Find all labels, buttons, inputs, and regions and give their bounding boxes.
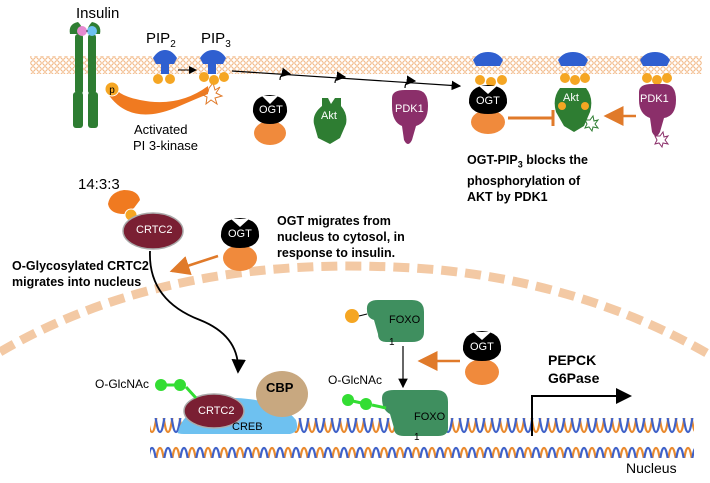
pi3k-label-line1: Activated — [134, 122, 188, 137]
cbp-label: CBP — [266, 380, 294, 395]
foxo-sub-bottom: 1 — [414, 432, 420, 443]
akt-label-membrane: Akt — [321, 110, 337, 122]
label-1433: 14:3:3 — [78, 176, 120, 193]
ogt-protein-membrane — [252, 95, 288, 145]
foxo-label-bottom: FOXO — [414, 411, 446, 423]
foxo-label-top: FOXO — [389, 314, 421, 326]
pip2-molecule — [153, 50, 177, 84]
gene-pepck: PEPCK — [548, 352, 597, 368]
blocking-note-line1a: OGT-PIP — [467, 153, 518, 167]
svg-text:p: p — [109, 85, 115, 96]
ogt-label-nucleus: OGT — [470, 341, 494, 353]
akt-label-complex: Akt — [563, 92, 579, 104]
pi3k-label-line2: PI 3-kinase — [133, 138, 199, 153]
blocking-note: OGT-PIP3 blocks the phosphorylation of A… — [467, 152, 588, 205]
akt-pip3-complex — [554, 52, 600, 133]
pdk1-label-membrane: PDK1 — [395, 103, 424, 115]
nucleus-label: Nucleus — [626, 460, 677, 476]
glyco-note-line1: O-Glycosylated CRTC2 — [12, 259, 149, 273]
migrate-note: OGT migrates from nucleus to cytosol, in… — [277, 213, 405, 261]
plasma-membrane — [30, 56, 702, 74]
blocking-note-line1b: blocks the — [522, 153, 589, 167]
ogt-protein-cytosol — [220, 218, 260, 271]
creb-label: CREB — [232, 421, 263, 433]
pip2-label: PIP2 — [146, 30, 176, 50]
pip2-text: PIP — [146, 30, 171, 47]
blocking-note-sub: 3 — [517, 159, 523, 170]
ogt-to-crtc2-arrow — [169, 254, 219, 276]
migrate-note-line2: nucleus to cytosol, in — [277, 230, 405, 244]
gene-g6pase: G6Pase — [548, 370, 600, 386]
ogt-pip3-complex — [468, 52, 508, 134]
pip3-subscript: 3 — [225, 39, 231, 50]
insulin-ligand-pink — [77, 26, 87, 36]
pdk1-pip3-complex — [639, 52, 676, 149]
ogt-label-complex: OGT — [476, 95, 500, 107]
crtc2-import-arrow — [149, 250, 246, 374]
akt-protein — [313, 98, 347, 144]
foxo1-phosphorylated — [345, 300, 424, 342]
oglcnac-label-right: O-GlcNAc — [328, 373, 382, 387]
pdk1-protein — [392, 90, 428, 144]
pip2-subscript: 2 — [170, 39, 176, 50]
ogt-label-cytosol: OGT — [228, 228, 252, 240]
glyco-note-line2: migrates into nucleus — [12, 275, 142, 289]
nuclear-envelope — [0, 261, 710, 359]
pip3-molecule — [199, 50, 229, 85]
ogt-label-membrane: OGT — [259, 104, 283, 116]
insulin-label: Insulin — [76, 5, 120, 22]
pi3-kinase: p — [104, 81, 224, 115]
pip3-label: PIP3 — [201, 30, 231, 50]
pip3-text: PIP — [201, 30, 226, 47]
insulin-receptor — [69, 22, 101, 128]
glyco-note: O-Glycosylated CRTC2 migrates into nucle… — [12, 258, 149, 290]
foxo1-glycosylated — [342, 390, 448, 436]
blocking-note-line2: phosphorylation of — [467, 173, 581, 188]
crtc2-label-cytosol: CRTC2 — [136, 224, 173, 236]
oglcnac-label-left: O-GlcNAc — [95, 377, 149, 391]
crtc2-1433-complex — [108, 190, 184, 250]
transcription-arrow — [531, 388, 632, 436]
blocking-note-line1: OGT-PIP3 blocks the — [467, 152, 588, 173]
ogt-protein-nucleus — [462, 331, 502, 385]
blocking-note-line3: AKT by PDK1 — [467, 189, 548, 204]
insulin-ligand-blue — [87, 26, 97, 36]
creb-cbp-crtc2-complex — [155, 371, 308, 434]
migrate-note-line3: response to insulin. — [277, 246, 396, 260]
crtc2-label-nucleus: CRTC2 — [198, 405, 235, 417]
foxo-sub-top: 1 — [389, 337, 395, 348]
migrate-note-line1: OGT migrates from — [277, 214, 391, 228]
pdk1-label-complex: PDK1 — [640, 93, 669, 105]
